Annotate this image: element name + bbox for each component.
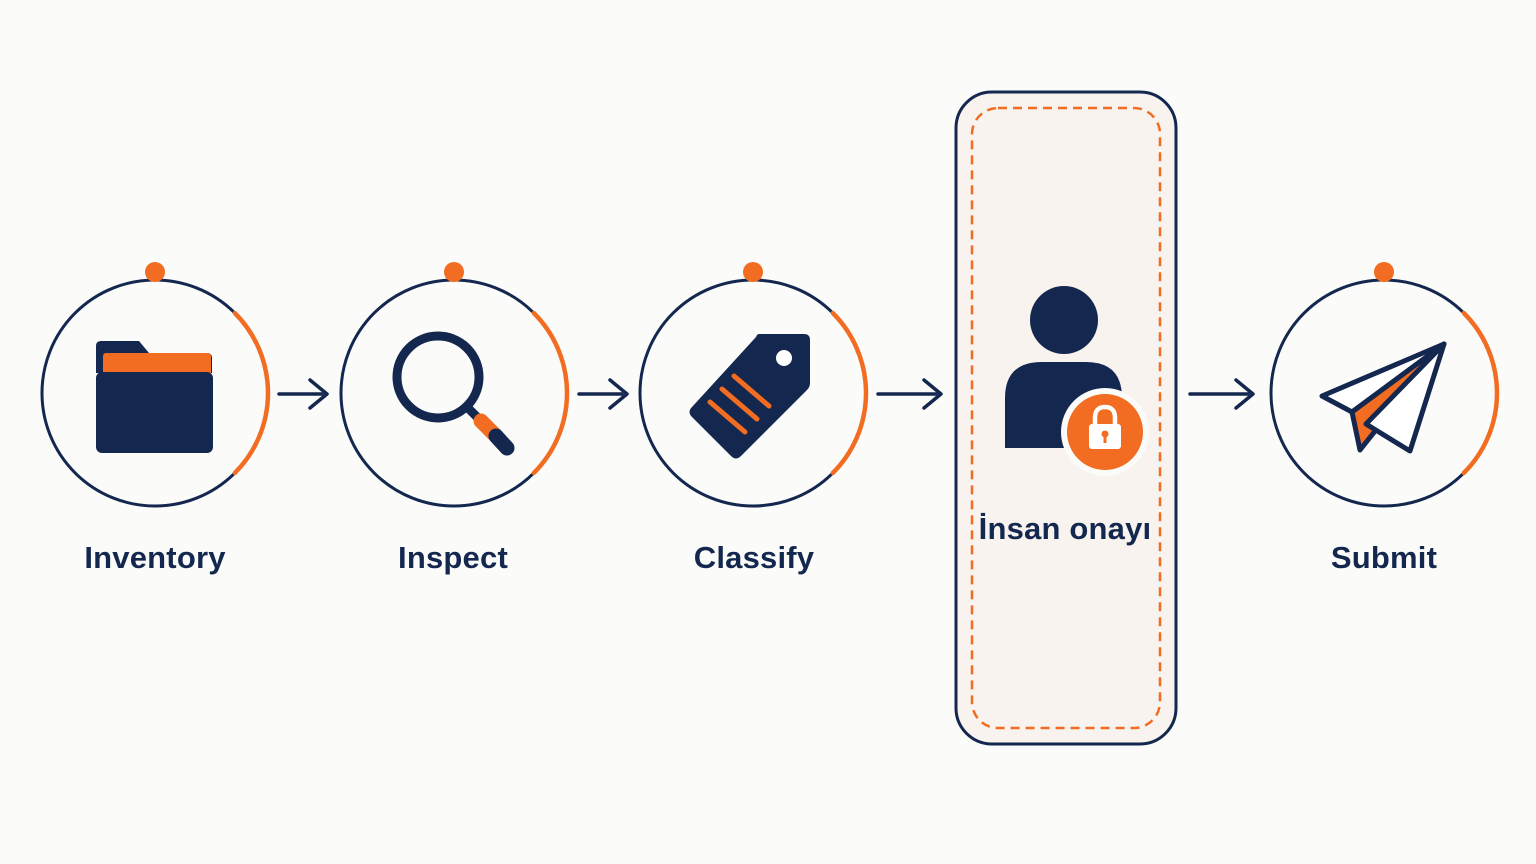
- step-inspect: [339, 262, 570, 508]
- tag-icon: [689, 334, 810, 459]
- step-label-submit: Submit: [1330, 540, 1438, 575]
- step-ring-accent: [830, 310, 869, 476]
- step-label-classify: Classify: [693, 540, 815, 575]
- step-marker-dot: [1374, 262, 1394, 282]
- step-marker-dot: [145, 262, 165, 282]
- paper-plane-icon: [1319, 341, 1447, 454]
- step-classify: [638, 262, 869, 508]
- magnifier-icon: [392, 331, 515, 456]
- step-inventory: [40, 262, 271, 508]
- step-label-human-approval: İnsan onayı: [978, 511, 1152, 546]
- flow-arrow: [1188, 378, 1255, 410]
- step-label-inspect: Inspect: [398, 540, 508, 575]
- person-lock-icon: [1005, 286, 1149, 476]
- folder-icon: [96, 341, 213, 453]
- step-marker-dot: [444, 262, 464, 282]
- step-ring-accent: [232, 310, 271, 476]
- flow-arrow: [876, 378, 943, 410]
- step-submit: [1269, 262, 1500, 508]
- step-ring-accent: [1461, 310, 1500, 476]
- lock-icon: [1089, 404, 1121, 449]
- step-marker-dot: [743, 262, 763, 282]
- approval-gate-dashed-border: [970, 106, 1162, 730]
- flow-arrow: [577, 378, 629, 410]
- step-label-inventory: Inventory: [84, 540, 226, 575]
- step-human-approval: [954, 90, 1178, 746]
- step-ring-accent: [531, 310, 570, 476]
- flow-arrow: [277, 378, 329, 410]
